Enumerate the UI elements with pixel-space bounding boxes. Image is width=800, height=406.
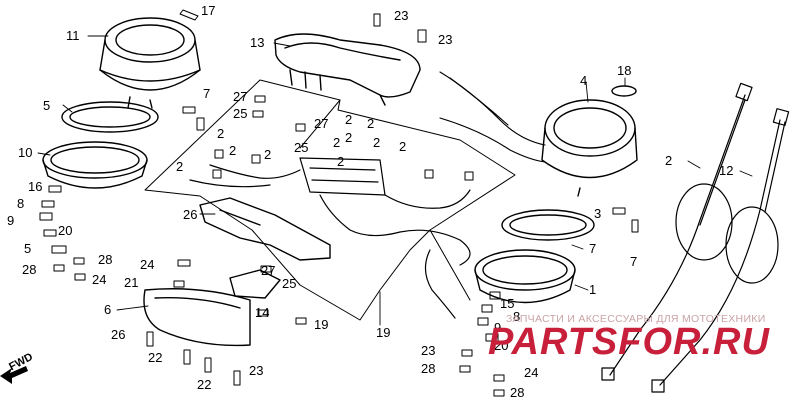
callout-label: 5 — [43, 98, 51, 113]
meter-lower-cover — [143, 288, 251, 347]
callout-label: 2 — [333, 135, 341, 150]
watermark-logo: PARTSFOR.RU — [488, 321, 770, 363]
speedometer-housing — [541, 99, 638, 197]
meter-bracket — [199, 197, 331, 261]
meter-cover-left — [61, 101, 159, 133]
forward-arrow-icon — [0, 366, 28, 384]
callout-label: 18 — [617, 63, 632, 78]
callout-label: 7 — [630, 254, 638, 269]
callout-label: 12 — [719, 163, 734, 178]
fasteners — [39, 9, 639, 397]
callout-label: 24 — [524, 365, 539, 380]
callout-label: 26 — [183, 207, 198, 222]
callout-label: 2 — [217, 126, 225, 141]
callout-label: 24 — [92, 272, 107, 287]
meter-cables — [601, 82, 790, 393]
callout-label: 2 — [229, 143, 237, 158]
rubber-ring — [611, 85, 637, 97]
callout-label: 8 — [513, 309, 521, 324]
speedometer-wires — [439, 71, 546, 163]
callout-label: 26 — [111, 327, 126, 342]
callout-label: 13 — [250, 35, 265, 50]
callout-label: 22 — [148, 350, 163, 365]
callout-label: 25 — [233, 106, 248, 121]
callout-label: 9 — [494, 320, 502, 335]
callout-label: 11 — [66, 28, 80, 43]
callout-label: 2 — [176, 159, 184, 174]
callout-label: 23 — [421, 343, 436, 358]
callout-label: 6 — [104, 302, 112, 317]
wiring-harness — [189, 157, 471, 319]
callout-label: 2 — [373, 135, 381, 150]
callout-label: 5 — [24, 241, 32, 256]
callout-label: 21 — [124, 275, 139, 290]
callout-label: 22 — [197, 377, 212, 392]
callout-label: 17 — [201, 3, 216, 18]
callout-label: 28 — [22, 262, 37, 277]
callout-label: 7 — [589, 241, 597, 256]
callout-label: 23 — [249, 363, 264, 378]
callout-label: 1 — [589, 282, 597, 297]
callout-label: 23 — [394, 8, 409, 23]
callout-label: 2 — [367, 116, 375, 131]
watermark-tagline: ЗАПЧАСТИ И АКСЕССУАРЫ ДЛЯ МОТОТЕХНИКИ — [506, 313, 766, 325]
callout-label: 25 — [282, 276, 297, 291]
callout-label: 10 — [18, 145, 33, 160]
callout-label: 4 — [580, 73, 588, 88]
assembly-boundary — [144, 79, 516, 321]
callout-label: 27 — [233, 89, 248, 104]
callout-label: 8 — [17, 196, 25, 211]
callout-label: 28 — [98, 252, 113, 267]
callout-label: 2 — [665, 153, 673, 168]
meter-lens-left — [42, 141, 148, 189]
callout-label: 19 — [314, 317, 329, 332]
meter-lens-right — [474, 249, 576, 304]
callout-label: 2 — [345, 130, 353, 145]
meter-cover-right — [501, 209, 595, 241]
callout-label: 9 — [7, 213, 15, 228]
callout-label: 2 — [337, 154, 345, 169]
callout-label: 15 — [500, 296, 515, 311]
callout-label: 28 — [510, 385, 525, 400]
callout-label: 27 — [314, 116, 329, 131]
callout-label: 20 — [494, 338, 509, 353]
indicator-panel — [229, 269, 281, 299]
callout-label: 27 — [261, 263, 276, 278]
callout-label: 25 — [294, 140, 309, 155]
callout-label: 7 — [203, 86, 211, 101]
callout-label: 24 — [140, 257, 155, 272]
callout-label: 23 — [438, 32, 453, 47]
tachometer-housing — [99, 17, 201, 109]
callout-label: 3 — [594, 206, 602, 221]
callout-label: 14 — [255, 305, 270, 320]
callout-label: 20 — [58, 223, 73, 238]
callout-label: 19 — [376, 325, 391, 340]
meter-case-upper — [274, 33, 421, 106]
callout-label: 2 — [264, 147, 272, 162]
callout-label: 28 — [421, 361, 436, 376]
callout-label: 2 — [399, 139, 407, 154]
leader-lines — [37, 35, 753, 326]
callout-label: 16 — [28, 179, 43, 194]
callout-label: 2 — [345, 112, 353, 127]
